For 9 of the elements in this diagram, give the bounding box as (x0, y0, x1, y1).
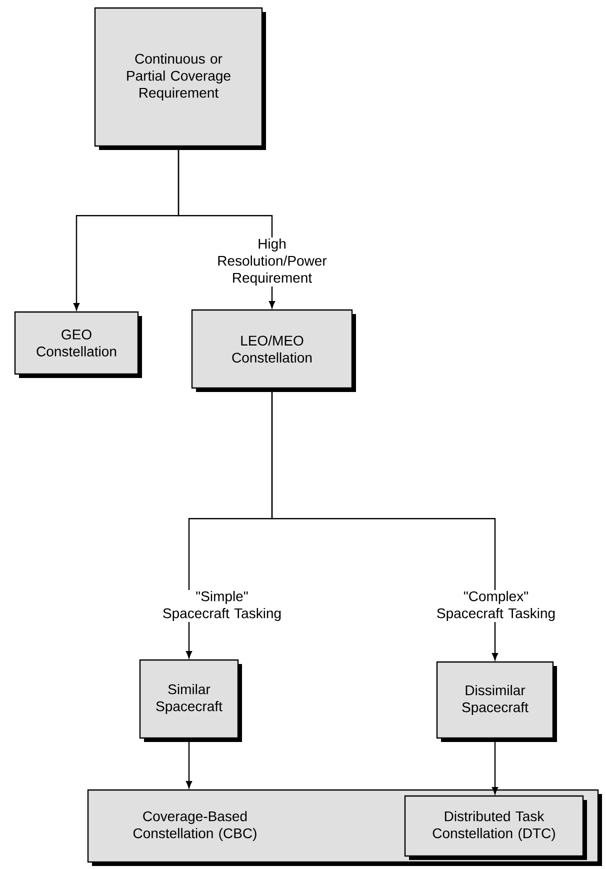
edge-label: "Complex" Spacecraft Tasking (437, 590, 555, 622)
process-box: Dissimilar Spacecraft (436, 661, 557, 742)
process-box: Similar Spacecraft (139, 659, 242, 742)
constellation-box: Distributed Task Constellation (DTC) (404, 795, 587, 860)
process-box: Continuous or Partial Coverage Requirement (94, 7, 266, 150)
process-box: GEO Constellation (14, 311, 142, 378)
process-box: LEO/MEO Constellation (191, 309, 356, 392)
edge-label: High Resolution/Power Requirement (218, 238, 327, 286)
edge-label: "Simple" Spacecraft Tasking (163, 590, 281, 622)
